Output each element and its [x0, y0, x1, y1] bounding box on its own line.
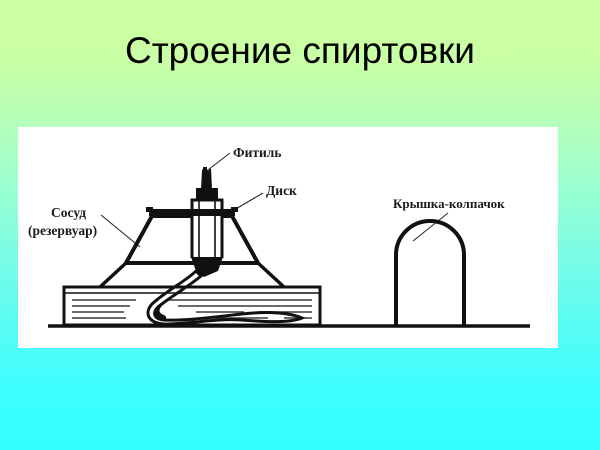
leader-line-cap: [412, 212, 449, 242]
disk-end-right: [231, 207, 238, 212]
leader-line-wick: [203, 152, 231, 174]
liquid-level-hatching: [72, 299, 312, 319]
submerged-wick-cord: [146, 268, 306, 326]
leader-line-disk: [233, 192, 264, 211]
disk-plate: [149, 209, 235, 216]
label-vessel-line1: Сосуд: [51, 205, 86, 220]
wick-cord-dark-bend: [153, 304, 167, 321]
wick-stem: [203, 167, 207, 177]
wick-collar: [196, 188, 218, 200]
label-disk: Диск: [266, 183, 297, 198]
neck-cone-tube-cutout: [192, 216, 222, 258]
spirit-lamp-diagram: Фитиль Диск Сосуд (резервуар) Крышка-кол…: [28, 145, 530, 328]
leader-line-vessel: [100, 214, 141, 248]
disk-end-left: [146, 207, 153, 212]
figure-panel: Фитиль Диск Сосуд (резервуар) Крышка-кол…: [18, 127, 558, 348]
label-cap: Крышка-колпачок: [393, 196, 505, 211]
label-vessel-line2: (резервуар): [28, 223, 97, 238]
cap-dome: [394, 219, 466, 325]
label-wick: Фитиль: [233, 145, 282, 160]
reservoir-shoulder: [98, 261, 286, 289]
page-title: Строение спиртовки: [125, 30, 475, 71]
cap-dome-group: [394, 219, 466, 325]
wick-ferrule: [191, 257, 223, 277]
